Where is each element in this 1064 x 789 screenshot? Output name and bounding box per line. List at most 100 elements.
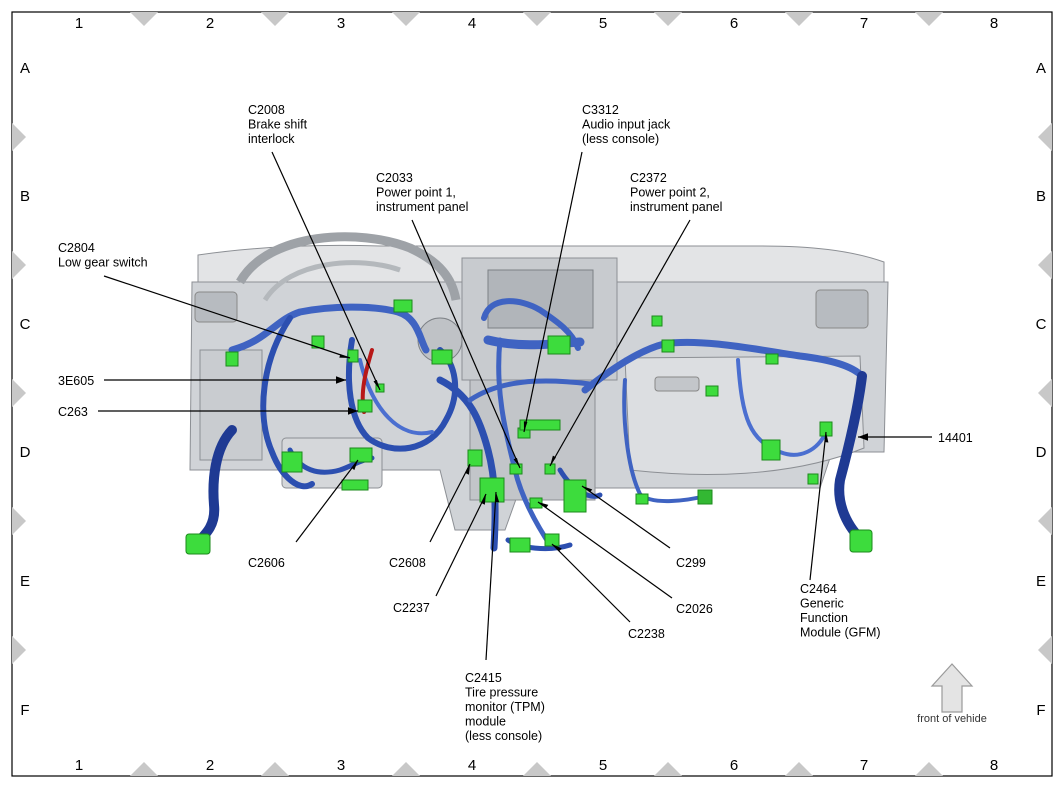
column-label: 4	[468, 757, 476, 774]
row-label: A	[20, 60, 30, 77]
connector	[529, 497, 543, 509]
grid-marker	[523, 762, 551, 776]
callout-c2608: C2608	[389, 556, 426, 570]
arrowhead	[351, 460, 358, 471]
arrowhead	[495, 492, 500, 503]
connector	[563, 479, 587, 513]
column-label: 3	[337, 757, 345, 774]
row-label: C	[20, 316, 31, 333]
connector	[431, 349, 453, 365]
leader-c299	[581, 485, 671, 549]
orientation-label: front of vehide	[917, 713, 987, 725]
grid-marker	[915, 762, 943, 776]
grid-marker	[1038, 636, 1052, 664]
leader-arrowheads	[336, 354, 868, 552]
connector	[547, 335, 571, 355]
callout-c3312: C3312 Audio input jack (less console)	[582, 103, 674, 146]
callout-14401: 14401	[938, 431, 973, 445]
callout-c299: C299	[676, 556, 706, 570]
row-label: F	[20, 702, 29, 719]
column-labels-bottom: 1 2 3 4 5 6 7 8	[75, 757, 998, 774]
connector	[509, 463, 523, 475]
connector	[544, 463, 556, 475]
steering-wheel-inner	[262, 260, 401, 302]
column-label: 3	[337, 15, 345, 32]
arrowhead	[373, 379, 380, 390]
callout-c2606: C2606	[248, 556, 285, 570]
connector	[544, 533, 560, 547]
grid-marker	[1038, 379, 1052, 407]
arrowhead	[538, 502, 549, 508]
grid-marker	[785, 12, 813, 26]
column-labels-top: 1 2 3 4 5 6 7 8	[75, 15, 998, 32]
grid-marker	[261, 12, 289, 26]
arrowhead	[858, 433, 868, 441]
row-labels-left: A B C D E F	[20, 60, 31, 719]
leader-c2415	[485, 491, 497, 661]
grid-marker	[392, 762, 420, 776]
leader-c2606	[295, 459, 359, 543]
connector	[661, 339, 675, 353]
row-label: A	[1036, 60, 1046, 77]
grid-marker	[1038, 251, 1052, 279]
column-label: 1	[75, 757, 83, 774]
harness-console-cross	[467, 378, 593, 403]
column-label: 8	[990, 757, 998, 774]
connector	[635, 493, 649, 505]
steering-wheel-outline	[236, 232, 461, 301]
grid-marker	[261, 762, 289, 776]
connector	[705, 385, 719, 397]
connector	[807, 473, 819, 485]
right-vent	[815, 289, 869, 329]
leader-c2026	[537, 501, 673, 599]
left-side-bracket	[199, 349, 263, 461]
harness-right-drop	[834, 371, 869, 547]
callout-c2415: C2415 Tire pressure monitor (TPM) module…	[465, 671, 548, 743]
grid-marker	[654, 12, 682, 26]
arrowhead	[550, 455, 556, 466]
callout-c2026: C2026	[676, 602, 713, 616]
column-label: 4	[468, 15, 476, 32]
leader-c2008	[271, 151, 381, 391]
grid-marker	[785, 762, 813, 776]
callout-c2804: C2804 Low gear switch	[58, 241, 148, 270]
connector	[393, 299, 413, 313]
grid-marker	[12, 507, 26, 535]
callout-c2008: C2008 Brake shift interlock	[248, 103, 311, 146]
callout-c2033: C2033 Power point 1, instrument panel	[376, 171, 468, 214]
grid-marker	[523, 12, 551, 26]
left-vent	[194, 291, 238, 323]
callout-c2238: C2238	[628, 627, 665, 641]
column-label: 5	[599, 15, 607, 32]
row-label: E	[20, 573, 30, 590]
leader-c2608	[429, 463, 471, 543]
connector	[509, 537, 531, 553]
leader-c2238	[551, 543, 631, 623]
grid-marker	[12, 123, 26, 151]
row-label: F	[1036, 702, 1045, 719]
row-label: B	[1036, 188, 1046, 205]
connector	[765, 353, 779, 365]
row-label: B	[20, 188, 30, 205]
connector	[697, 489, 713, 505]
connector	[519, 419, 561, 431]
connector	[761, 439, 781, 461]
column-label: 5	[599, 757, 607, 774]
callout-c2464: C2464 Generic Function Module (GFM)	[800, 582, 881, 640]
column-label: 6	[730, 757, 738, 774]
column-label: 1	[75, 15, 83, 32]
leader-c2237	[435, 493, 487, 597]
harness-right-main	[581, 338, 866, 394]
connector	[281, 451, 303, 473]
arrowhead	[481, 494, 486, 505]
column-label: 7	[860, 757, 868, 774]
arrowhead	[582, 486, 593, 493]
column-label: 2	[206, 15, 214, 32]
connector	[347, 349, 359, 363]
arrowhead	[523, 421, 528, 432]
up-arrow-icon	[930, 663, 974, 713]
arrowhead	[513, 457, 520, 468]
leader-lines	[98, 151, 932, 661]
